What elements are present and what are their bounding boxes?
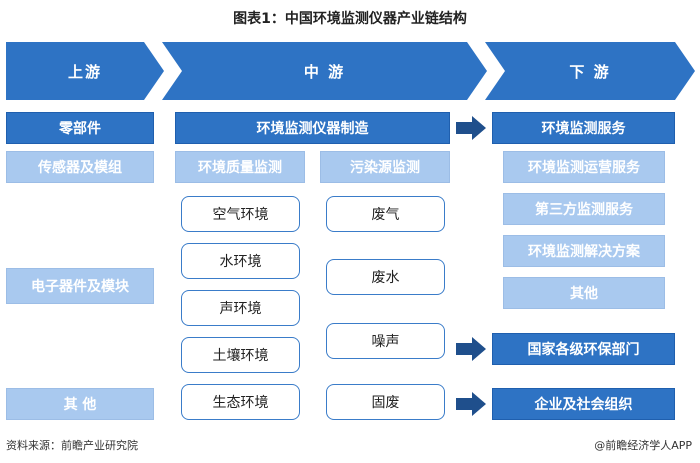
quality-item-sound: 声环境 <box>181 290 300 326</box>
quality-item-ecology: 生态环境 <box>181 384 300 420</box>
downstream-service-other: 其他 <box>503 277 665 309</box>
right-arrow-icon <box>456 116 486 140</box>
right-arrow-icon <box>456 337 486 361</box>
chevron-shape-upstream <box>6 42 164 100</box>
downstream-service-solutions: 环境监测解决方案 <box>503 235 665 267</box>
quality-item-soil: 土壤环境 <box>181 337 300 373</box>
downstream-service-third-party: 第三方监测服务 <box>503 193 665 225</box>
pollution-item-gas: 废气 <box>326 196 445 232</box>
downstream-service-operation: 环境监测运营服务 <box>503 151 665 183</box>
quality-item-water: 水环境 <box>181 243 300 279</box>
brand-note: @前瞻经济学人APP <box>594 439 692 452</box>
customer-enterprises: 企业及社会组织 <box>492 388 675 420</box>
customer-government: 国家各级环保部门 <box>492 333 675 365</box>
midstream-header: 环境监测仪器制造 <box>175 112 450 144</box>
chevron-shape-downstream <box>485 42 695 100</box>
downstream-label: 下 游 <box>569 62 611 81</box>
chevron-shape-midstream <box>162 42 487 100</box>
upstream-label: 上游 <box>67 62 102 81</box>
pollution-item-water: 废水 <box>326 259 445 295</box>
chart-title: 图表1：中国环境监测仪器产业链结构 <box>233 11 467 27</box>
upstream-chevron: 上游 <box>6 42 164 100</box>
source-note: 资料来源：前瞻产业研究院 <box>6 439 138 452</box>
upstream-item-electronics: 电子器件及模块 <box>6 268 154 304</box>
pollution-monitoring-label: 污染源监测 <box>320 151 450 183</box>
upstream-item-other: 其 他 <box>6 388 154 420</box>
pollution-item-noise: 噪声 <box>326 323 445 359</box>
downstream-chevron: 下 游 <box>485 42 695 100</box>
midstream-label: 中 游 <box>303 62 346 81</box>
downstream-header: 环境监测服务 <box>492 112 675 144</box>
quality-item-air: 空气环境 <box>181 196 300 232</box>
upstream-header: 零部件 <box>6 112 154 144</box>
right-arrow-icon <box>456 392 486 416</box>
upstream-item-sensors: 传感器及模组 <box>6 151 154 183</box>
pollution-item-solid: 固废 <box>326 384 445 420</box>
quality-monitoring-label: 环境质量监测 <box>175 151 305 183</box>
midstream-chevron: 中 游 <box>162 42 487 100</box>
